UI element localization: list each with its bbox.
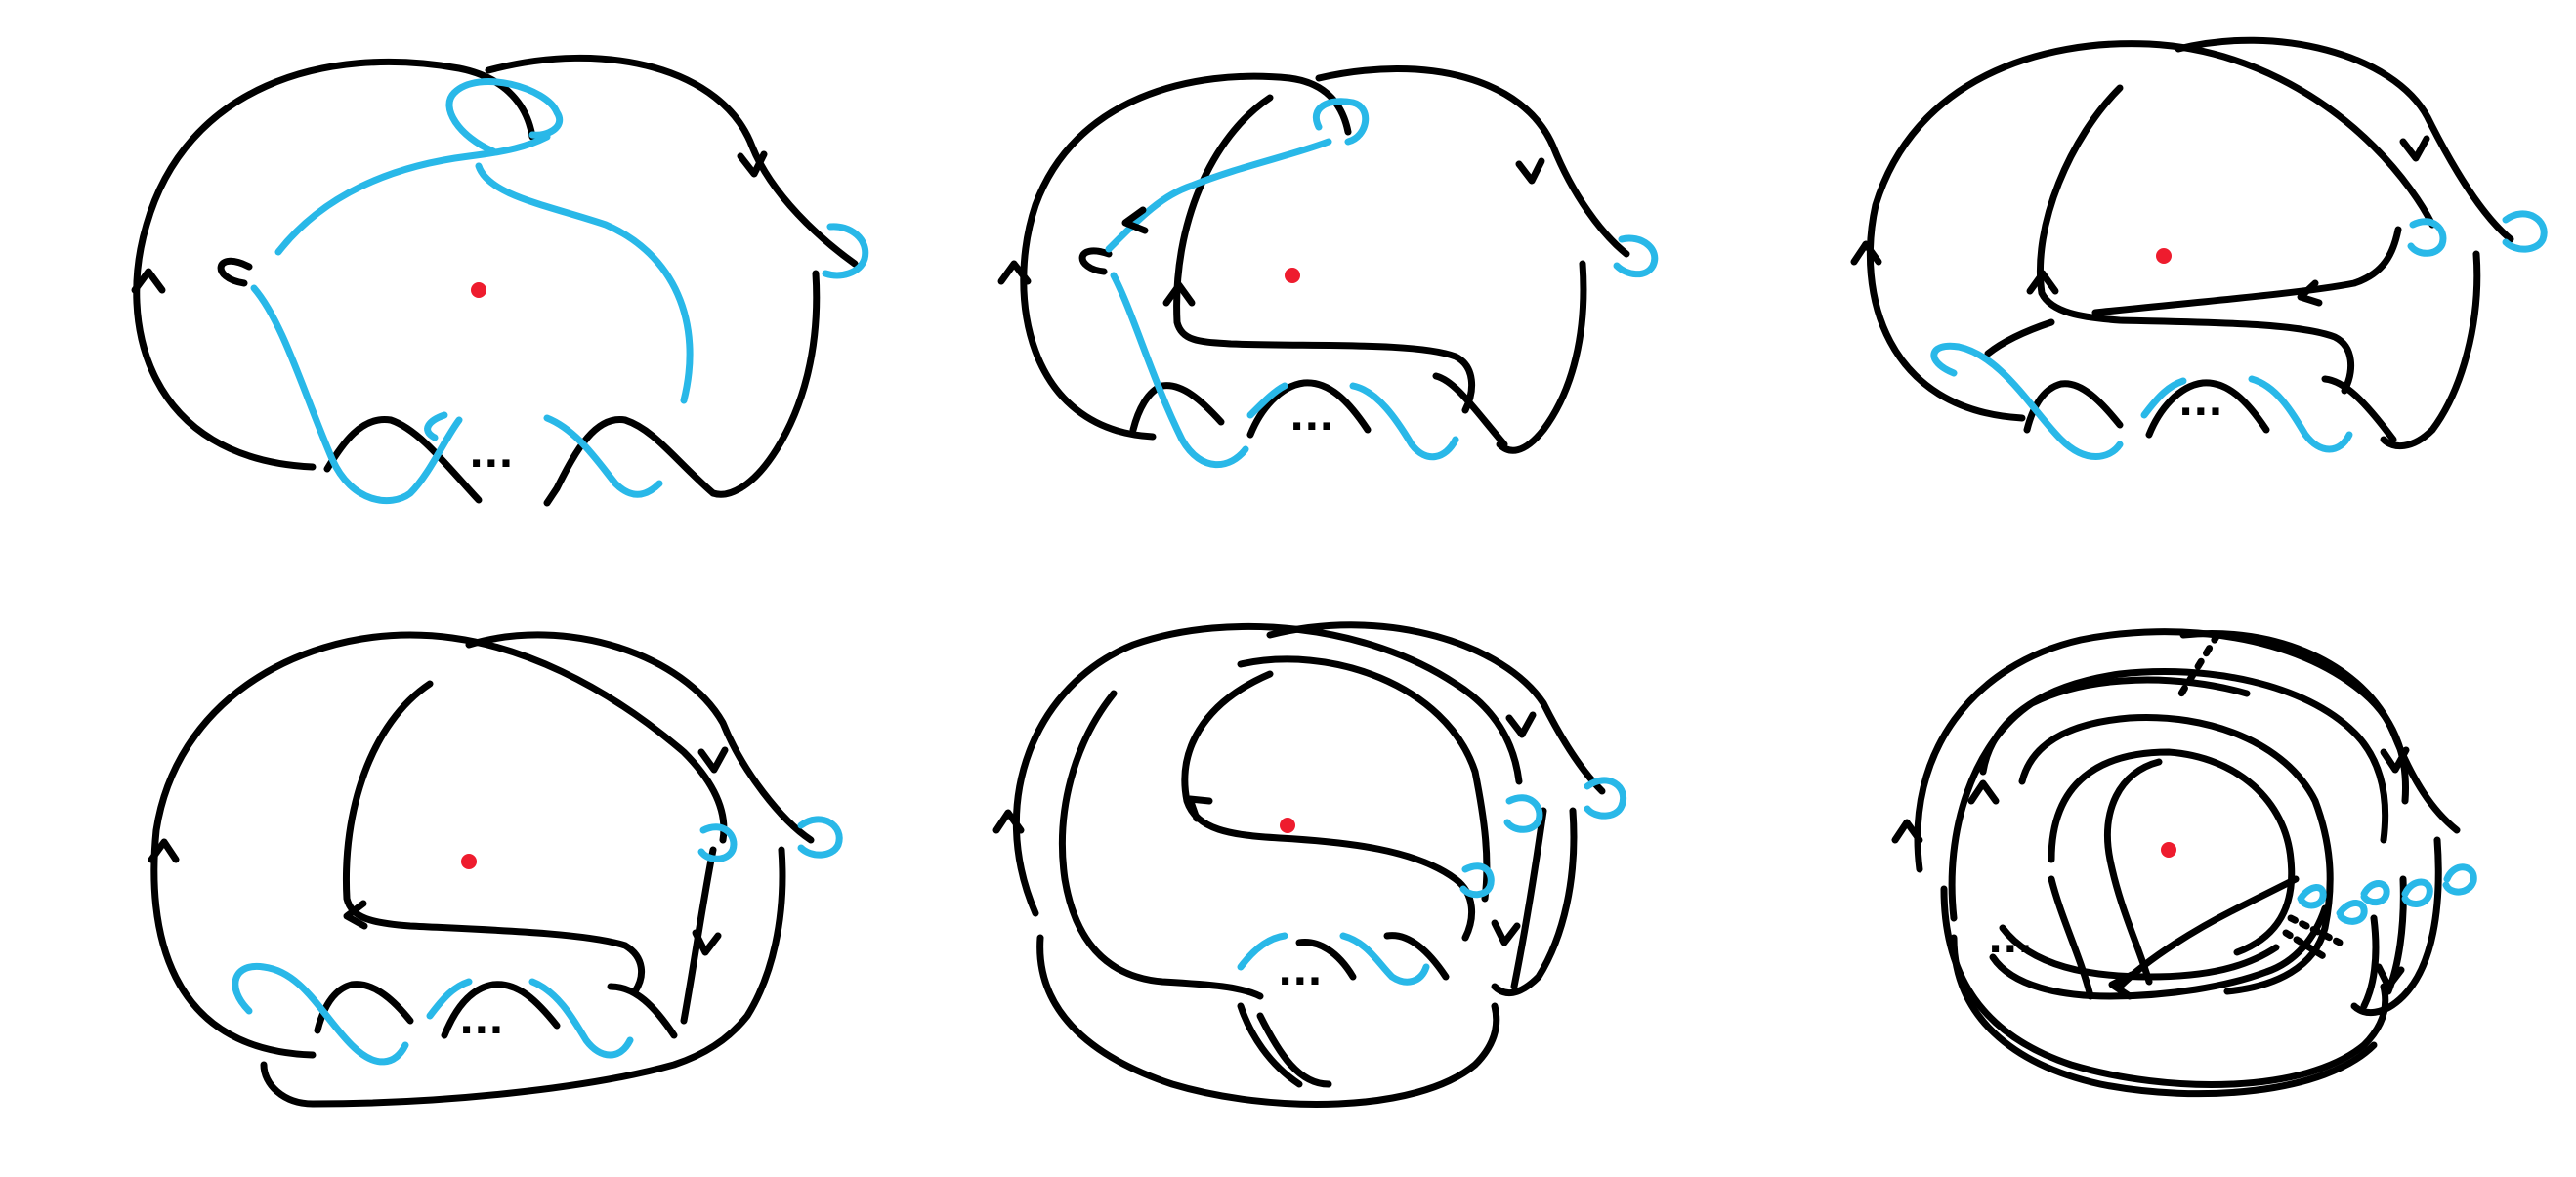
panel-4: ... <box>148 631 843 1108</box>
panel-2-black-strands <box>1020 65 1630 454</box>
panel-2-blue-strands <box>1105 98 1659 469</box>
panel-5: ... <box>992 621 1627 1108</box>
panel-1: ... <box>131 54 869 507</box>
panel-1-black-strands <box>133 54 859 507</box>
panel-6-dashed-strands <box>2175 631 2344 961</box>
panel-1-arrows <box>131 150 768 294</box>
panel-5-arrows <box>992 711 1537 946</box>
panel-3-basepoint <box>2156 248 2172 264</box>
panel-4-basepoint <box>461 854 477 869</box>
panel-2: ... <box>997 65 1659 469</box>
panel-4-black-strands <box>150 631 815 1108</box>
panel-1-basepoint <box>471 282 486 298</box>
panel-5-ellipsis: ... <box>1278 949 1323 994</box>
panel-2-arrows <box>997 157 1545 307</box>
panel-5-basepoint <box>1280 818 1295 833</box>
panel-1-blue-strands <box>250 78 869 504</box>
panel-6-blue-strands <box>2297 863 2477 925</box>
panel-2-basepoint <box>1285 268 1300 283</box>
panel-3-blue-strands <box>1930 210 2548 460</box>
panel-2-ellipsis: ... <box>1289 395 1334 440</box>
panel-6-arrows <box>1891 746 2410 1000</box>
panel-4-blue-strands <box>232 816 843 1066</box>
panel-6-basepoint <box>2161 842 2176 858</box>
panel-4-ellipsis: ... <box>459 998 504 1043</box>
panel-6: ... <box>1891 628 2477 1098</box>
panel-6-ellipsis: ... <box>1988 917 2033 962</box>
panel-5-black-strands <box>1012 621 1606 1108</box>
panel-4-arrows <box>148 746 729 956</box>
panel-3-ellipsis: ... <box>2178 380 2223 425</box>
panel-6-black-strands <box>1914 628 2461 1098</box>
panel-3-black-strands <box>1867 36 2514 450</box>
panel-3: ... <box>1850 36 2548 460</box>
panel-1-ellipsis: ... <box>469 432 514 477</box>
panel-5-blue-strands <box>1237 777 1627 986</box>
panel-3-arrows <box>1850 135 2430 307</box>
